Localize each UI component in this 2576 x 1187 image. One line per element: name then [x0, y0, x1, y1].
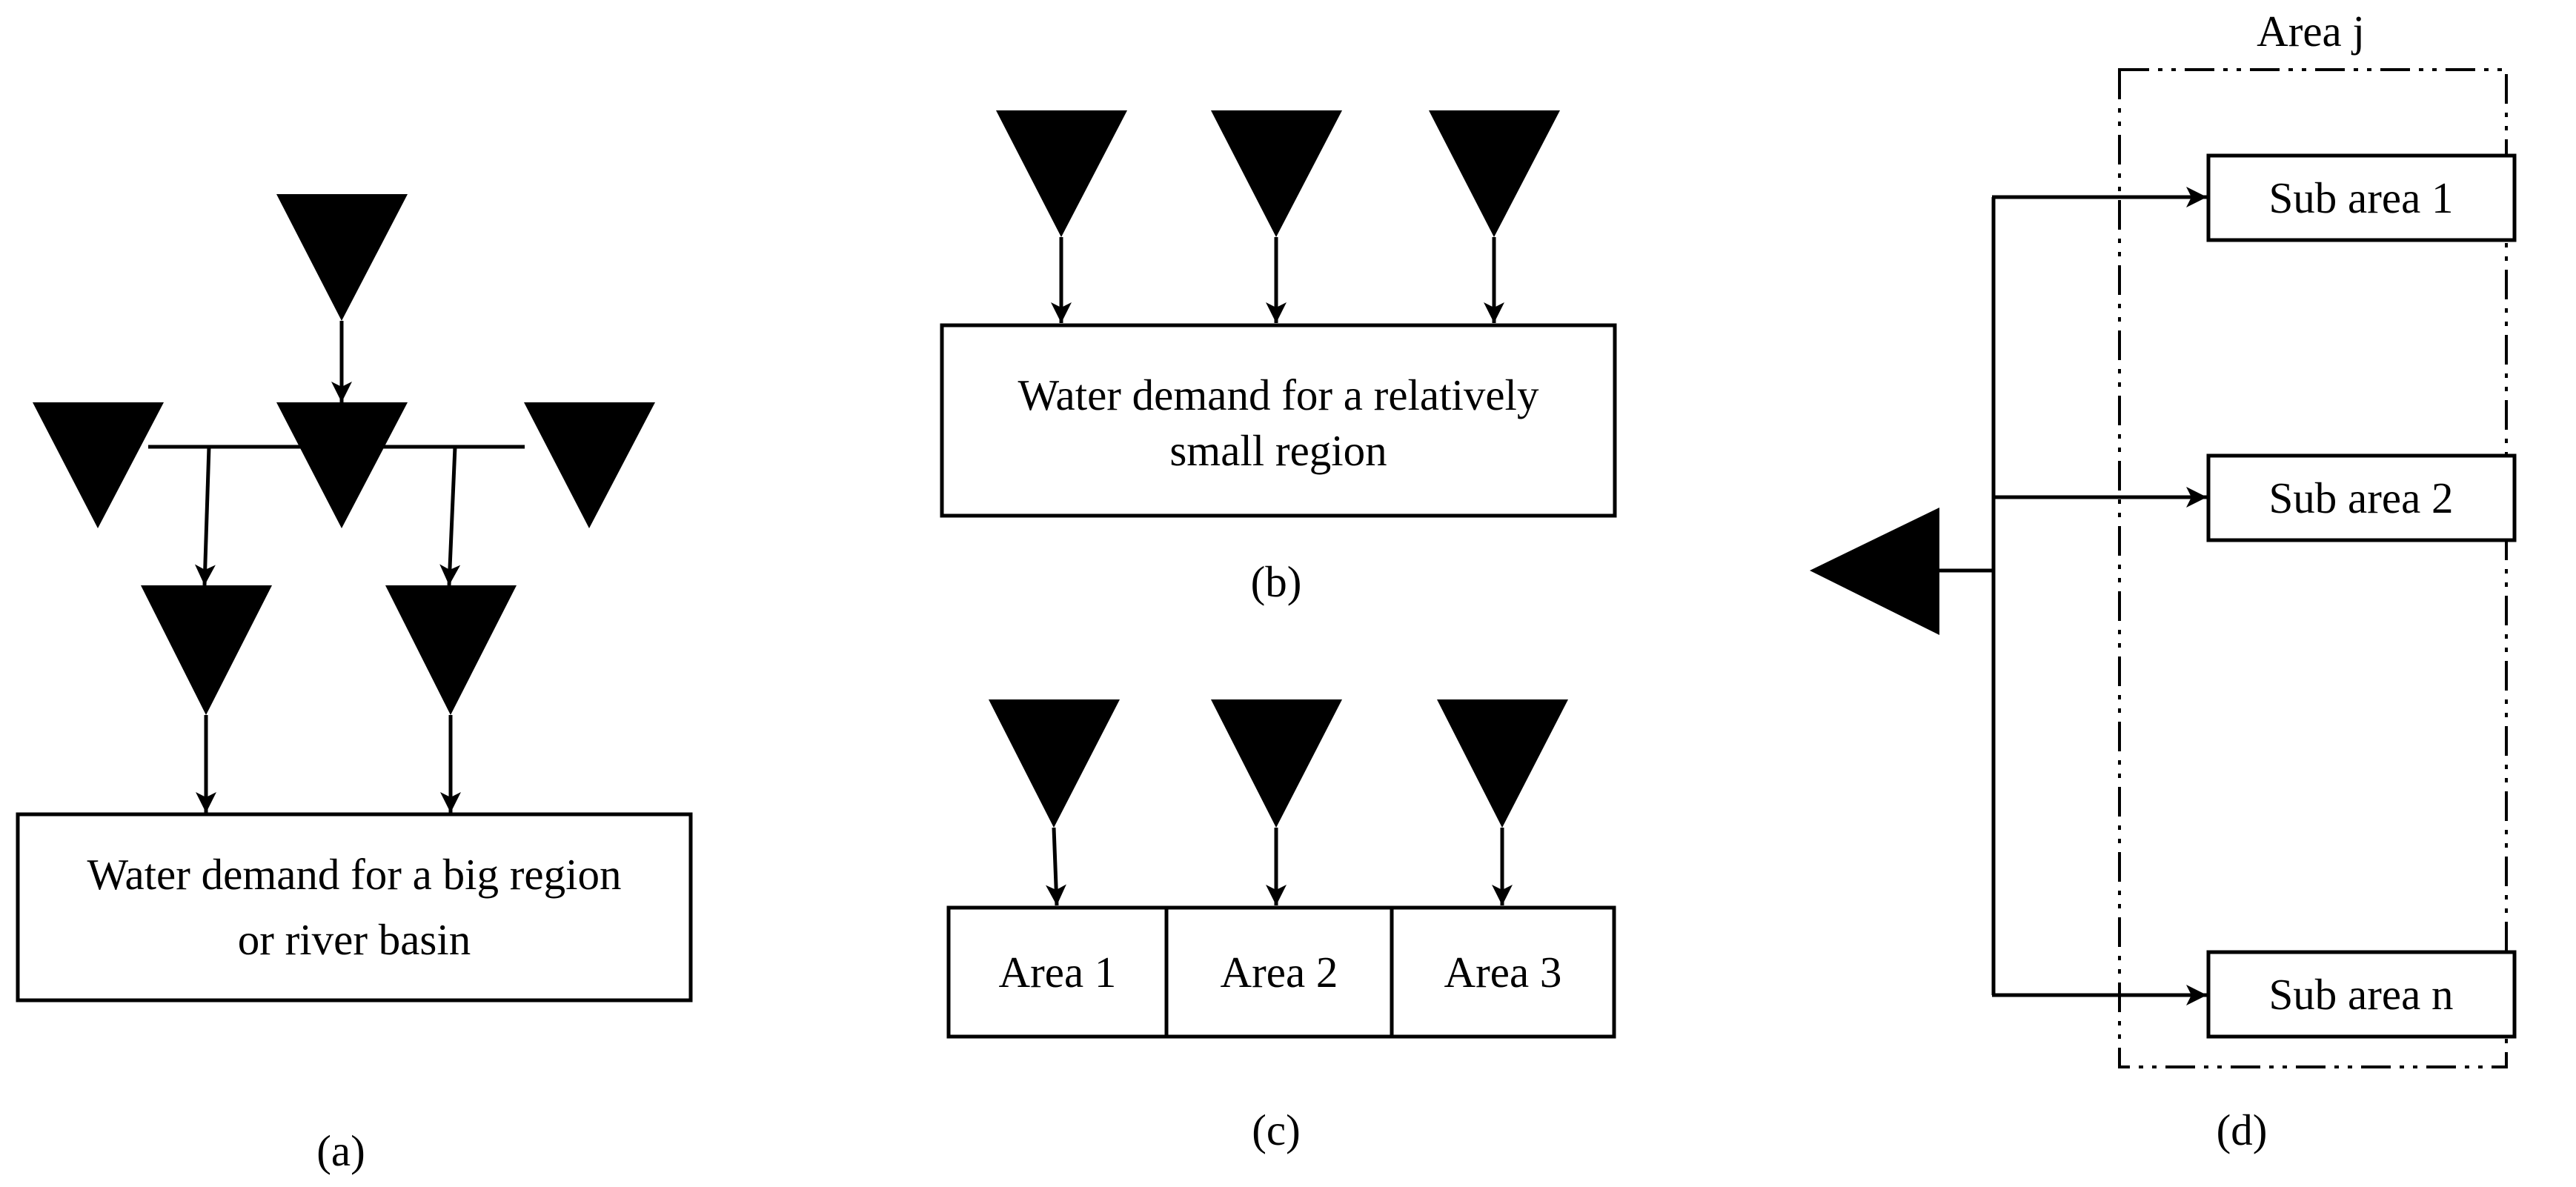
downward-triangle-icon	[33, 402, 164, 528]
area-box	[1164, 905, 1394, 1039]
sub-area-box	[2206, 950, 2517, 1039]
demand-box-label: Water demand for a relatively	[1018, 370, 1539, 419]
sub-area-label: Sub area 1	[2268, 173, 2453, 222]
area-label: Area 3	[1444, 948, 1562, 997]
panel-c: Area 1 Area 2 Area 3 (c)	[946, 699, 1616, 1154]
sub-area-box	[2206, 453, 2517, 542]
downward-triangle-icon	[1211, 110, 1342, 237]
area-label: Area 2	[1221, 948, 1338, 997]
panel-caption-c: (c)	[1252, 1105, 1300, 1154]
panel-a: Water demand for a big region or river b…	[16, 194, 693, 1175]
sub-area-label: Sub area 2	[2268, 473, 2453, 522]
demand-box-label: small region	[1169, 426, 1387, 475]
panel-d: Area j Sub area 1 Sub area 2 Sub area n …	[1810, 7, 2517, 1154]
area-j-label: Area j	[2257, 7, 2365, 56]
area-label: Area 1	[999, 948, 1117, 997]
downward-triangle-icon	[276, 402, 408, 528]
left-triangle-icon	[1810, 508, 1939, 635]
panel-caption-d: (d)	[2217, 1105, 2268, 1154]
area-box	[1390, 905, 1616, 1039]
downward-triangle-icon	[385, 585, 517, 715]
demand-box-small-region	[940, 323, 1617, 518]
downward-triangle-icon	[276, 194, 408, 321]
downward-triangle-icon	[524, 402, 655, 528]
flow-arrow	[439, 446, 461, 586]
panel-b: Water demand for a relatively small regi…	[940, 110, 1617, 606]
demand-box-big-region	[16, 812, 693, 1003]
area-j-boundary	[2118, 68, 2508, 1068]
downward-triangle-icon	[1429, 110, 1560, 237]
downward-triangle-icon	[1211, 699, 1342, 828]
downward-triangle-icon	[996, 110, 1127, 237]
sub-area-box	[2206, 153, 2517, 242]
panel-caption-a: (a)	[316, 1126, 365, 1175]
sub-area-label: Sub area n	[2268, 970, 2453, 1019]
panel-caption-b: (b)	[1251, 557, 1302, 606]
downward-triangle-icon	[1437, 699, 1568, 828]
demand-box-label: or river basin	[238, 915, 471, 964]
demand-box-label: Water demand for a big region	[87, 850, 622, 899]
downward-triangle-icon	[989, 699, 1120, 828]
downward-triangle-icon	[141, 585, 272, 715]
flow-arrow	[1045, 827, 1066, 906]
flow-arrow	[194, 446, 216, 586]
